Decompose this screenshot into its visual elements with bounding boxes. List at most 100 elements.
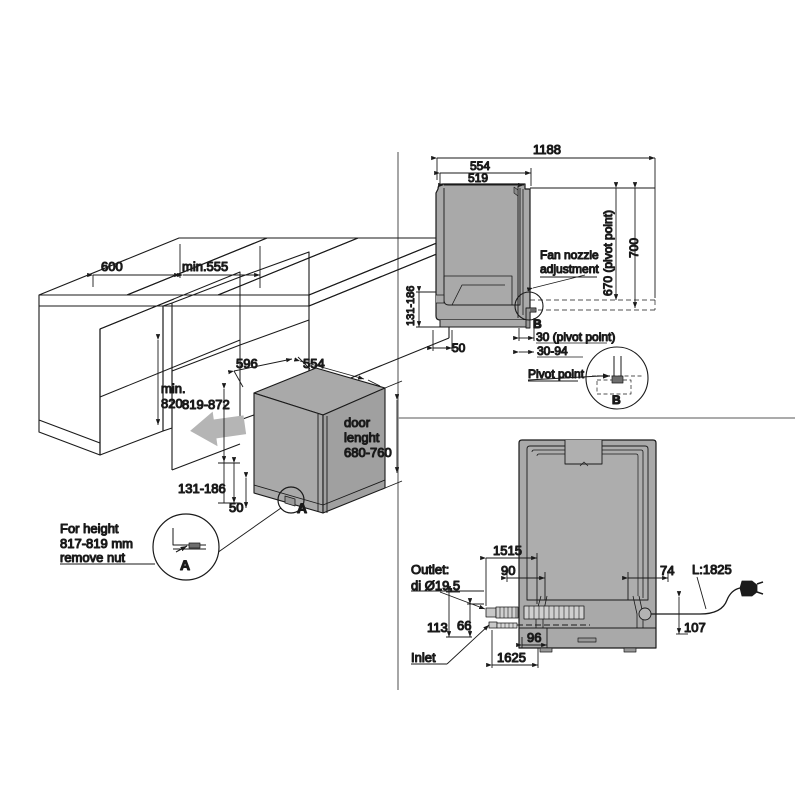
plug-pin-a xyxy=(756,581,764,585)
dim-door-ext-b xyxy=(384,480,403,489)
dim-side-131-186-label: 131-186 xyxy=(405,286,417,326)
cabinet-carcass xyxy=(38,237,450,471)
dim-appliance-width xyxy=(293,357,381,387)
appliance-plinth-notch xyxy=(436,294,445,304)
pivot-point-label: Pivot point xyxy=(528,367,585,381)
detail-a-arrow xyxy=(175,545,188,553)
dim-700 xyxy=(530,182,655,308)
detail-a-note-2: 817-819 mm xyxy=(60,536,133,551)
rear-tub-recess-2 xyxy=(531,449,644,598)
outlet-ribs-b xyxy=(528,606,580,619)
dim-door-length xyxy=(384,380,403,489)
appliance-hinge-top xyxy=(513,186,519,197)
detail-a-title: A xyxy=(180,557,190,573)
dim-niche-depth xyxy=(177,246,261,288)
dim-1515-label: 1515 xyxy=(493,543,522,558)
dim-90-label: 90 xyxy=(501,563,515,578)
dim-side-50-label: 50 xyxy=(452,341,466,355)
dim-plinth-height xyxy=(218,457,240,504)
cable-grommet xyxy=(638,607,652,621)
dim-side-519-label: 519 xyxy=(468,171,488,185)
niche-floor xyxy=(171,443,241,471)
dim-1188 xyxy=(431,155,656,298)
dim-113 xyxy=(446,586,472,638)
dim-1625 xyxy=(486,630,539,668)
detail-a-note-3: remove nut xyxy=(60,550,125,565)
dim-66 xyxy=(467,598,484,637)
rear-channel-right xyxy=(632,595,638,628)
appliance-plinth-line xyxy=(253,479,386,506)
dim-113-label: 113 xyxy=(427,620,448,635)
dim-niche-width xyxy=(87,244,181,287)
outlet-label-1: Outlet: xyxy=(411,562,449,577)
power-cable xyxy=(638,580,764,621)
dim-96 xyxy=(516,628,548,648)
outlet-label-2: di Ø19,5 xyxy=(411,578,460,593)
rear-top-notch xyxy=(564,440,603,465)
rear-tub-recess-3 xyxy=(536,453,639,596)
panel-side-view: B 1188 554 519 700 xyxy=(404,141,656,410)
appliance-base-compartment xyxy=(443,275,513,305)
detail-a-marker-circle xyxy=(277,486,305,514)
plug-pin-b xyxy=(756,591,764,595)
dim-74-label: 74 xyxy=(660,563,674,578)
dim-door-ext-a xyxy=(384,380,403,389)
dim-107-label: 107 xyxy=(684,620,706,635)
dim-door-label-2: lenght xyxy=(344,430,380,445)
cable-length-leader xyxy=(696,576,707,610)
panel-rear-view: 1515 90 74 L:1825 107 Outlet: di Ø19,5 xyxy=(410,439,764,668)
panel-cabinet-view: 600 min.555 min. 820 xyxy=(38,237,450,581)
dim-30-pivot xyxy=(513,318,535,341)
dim-555-label: min.555 xyxy=(182,259,228,274)
dim-1625-label: 1625 xyxy=(497,650,526,665)
detail-a-marker-label: A xyxy=(297,500,307,516)
inlet-label: Inlet xyxy=(411,650,436,665)
inlet-ribs xyxy=(500,623,514,628)
dim-554-line xyxy=(293,357,365,380)
dim-820-label-1: min. xyxy=(161,381,186,396)
detail-b-blowup: B xyxy=(585,346,649,410)
dim-90 xyxy=(501,572,546,600)
detail-b-pivot-block xyxy=(611,375,624,384)
insert-direction-arrow xyxy=(190,411,247,447)
dim-596-ext-a xyxy=(233,370,244,388)
dim-1188-label: 1188 xyxy=(533,142,561,157)
dim-819-872-label: 819-872 xyxy=(182,397,230,412)
outlet-corrugated-a xyxy=(495,606,519,619)
inlet-pipe-a xyxy=(496,622,518,629)
outlet-connector xyxy=(485,607,497,618)
detail-b-marker-circle xyxy=(514,291,544,321)
dim-670-label: 670 (pivot point) xyxy=(601,210,615,296)
pivot-point-leader xyxy=(527,375,601,381)
dim-74 xyxy=(622,572,669,600)
cable-length-label: L:1825 xyxy=(692,562,732,577)
dim-820-label-2: 820 xyxy=(161,396,183,411)
cabinet-right-top-long xyxy=(308,248,450,307)
dim-side-50 xyxy=(427,330,453,351)
detail-b-title: B xyxy=(612,393,621,407)
rear-foot-right xyxy=(623,647,637,653)
detail-a-note-1: For height xyxy=(60,521,119,536)
detail-b-marker-label: B xyxy=(533,317,542,331)
appliance-foot xyxy=(284,495,296,507)
plug-body xyxy=(739,580,758,597)
dim-30-label: 30 (pivot point) xyxy=(536,330,615,344)
dim-554-label: 554 xyxy=(303,356,325,371)
dim-side-131-186 xyxy=(416,286,440,328)
appliance-bottom-rail xyxy=(439,320,529,328)
appliance-isometric xyxy=(253,367,386,514)
detail-a-blowup: A xyxy=(152,513,220,581)
cable-path xyxy=(651,587,741,615)
dim-596-label: 596 xyxy=(236,356,258,371)
dim-30-94-label: 30-94 xyxy=(537,344,568,358)
detail-a-leader xyxy=(206,507,282,561)
dim-554-ext xyxy=(367,379,381,387)
dim-107 xyxy=(676,591,688,635)
dim-96-label: 96 xyxy=(527,630,541,645)
fan-nozzle-label-1: Fan nozzle xyxy=(540,248,599,262)
dim-50-label: 50 xyxy=(229,500,243,515)
appliance-base-diagonal xyxy=(451,284,505,306)
